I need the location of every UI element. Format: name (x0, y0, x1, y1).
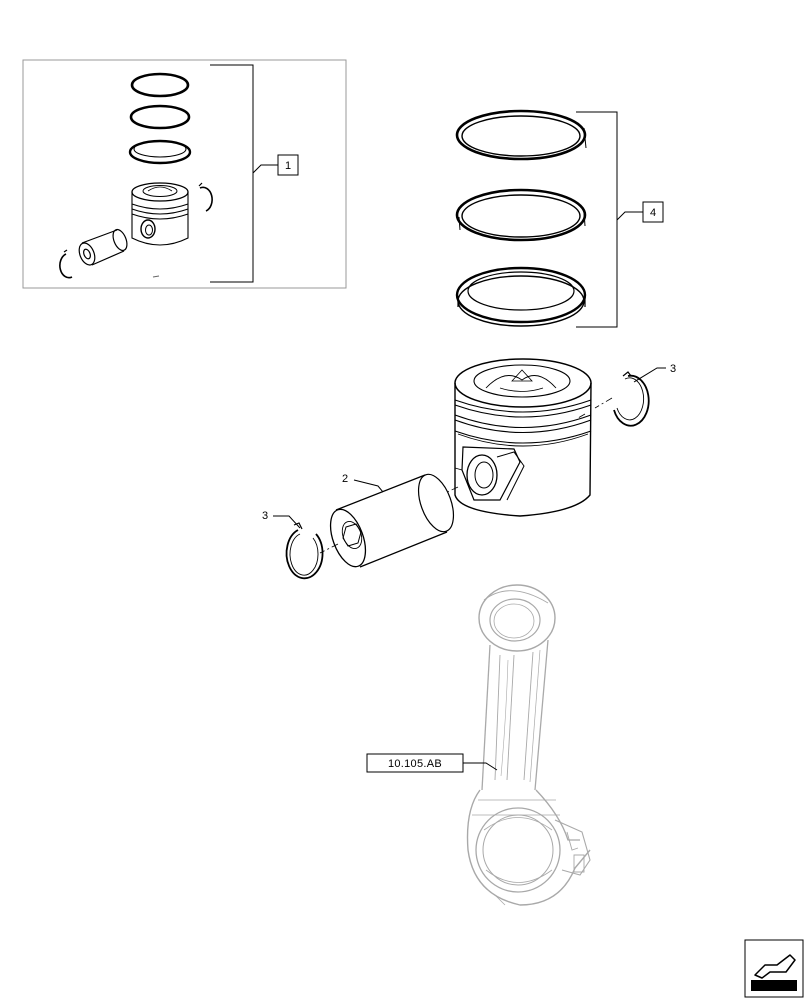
connecting-rod (466, 584, 591, 906)
callout-3-left-label: 3 (262, 510, 268, 522)
oil-control-ring (455, 266, 587, 327)
ring-set-bracket (576, 111, 643, 328)
kit-piston (131, 182, 189, 246)
callout-2-label: 2 (342, 473, 348, 485)
pin-axis-centerline (319, 397, 613, 554)
compression-ring-second (455, 188, 587, 242)
kit-snap-ring-right (198, 182, 213, 212)
reference-connecting-rod[interactable]: 10.105.AB (366, 753, 464, 773)
snap-ring-right (613, 371, 650, 427)
piston-pin (329, 473, 455, 568)
snap-ring-left (285, 522, 324, 580)
callout-1-label: 1 (285, 160, 291, 172)
callout-1: 1 (277, 154, 299, 176)
callout-4-label: 4 (650, 207, 656, 219)
kit-ring-oil (128, 139, 192, 165)
ring-set: 4 (455, 109, 664, 328)
kit-snap-ring-left (59, 249, 73, 279)
kit-inset-frame (22, 59, 347, 289)
callout-2-leader (353, 479, 384, 493)
piston (454, 358, 592, 517)
compression-ring-top (455, 109, 587, 161)
reference-connecting-rod-label: 10.105.AB (388, 758, 442, 770)
callout-3-right-label: 3 (670, 363, 676, 375)
kit-inset: 1 (22, 59, 347, 289)
reference-leader (463, 762, 498, 771)
kit-pin (78, 228, 128, 266)
kit-bracket (210, 64, 278, 283)
callout-3-left-leader (273, 515, 301, 529)
kit-ring-top (130, 72, 190, 98)
callout-4: 4 (642, 201, 664, 223)
kit-ring-middle (129, 104, 191, 130)
next-page-arrow-icon[interactable] (744, 939, 804, 998)
callout-3-right-leader (633, 367, 666, 383)
